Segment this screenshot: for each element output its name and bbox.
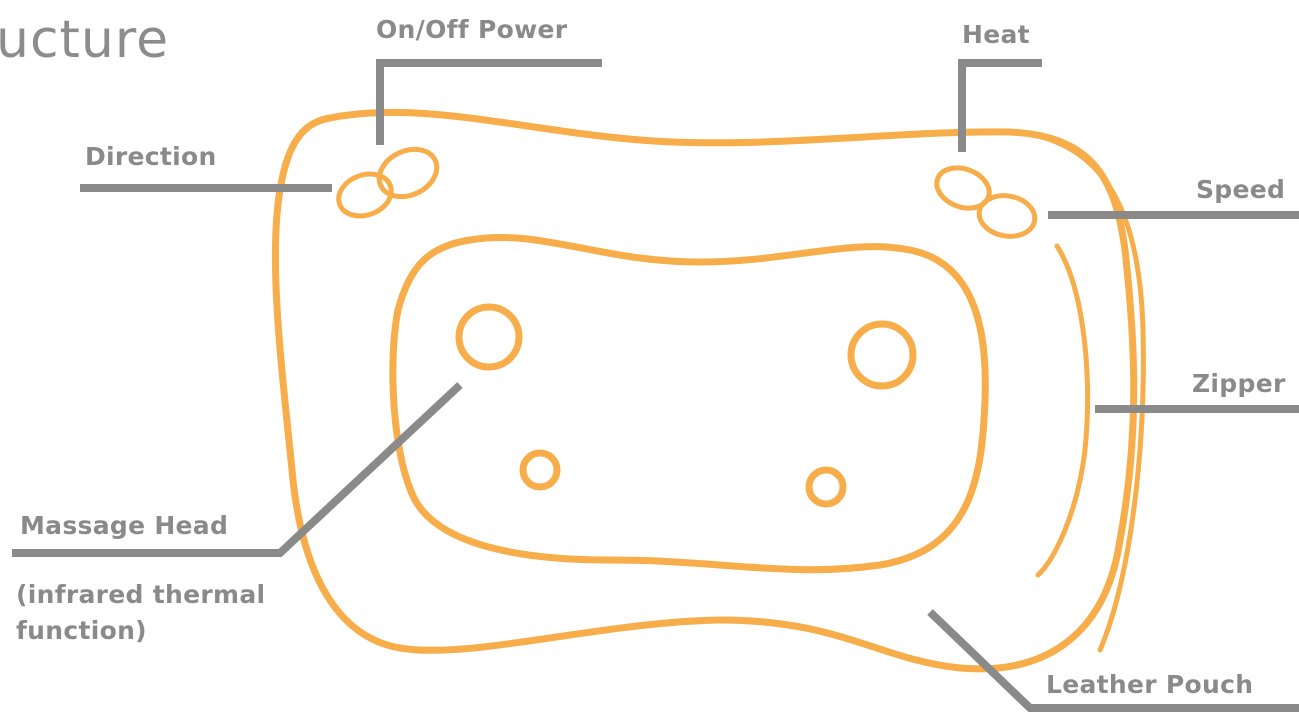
heat-label: Heat: [962, 20, 1030, 49]
massage-head-top-right: [847, 320, 917, 390]
heat-button: [934, 165, 992, 211]
cushion-zipper-line-outer: [1027, 131, 1146, 653]
massage-head-leader: [12, 382, 463, 557]
massage-head-bottom-left: [519, 449, 561, 491]
power-button: [376, 146, 440, 200]
diagram-title: ucture: [0, 10, 170, 70]
leather-pouch-leader: [927, 609, 1299, 712]
direction-label: Direction: [85, 142, 217, 171]
zipper-line: [1035, 243, 1090, 578]
massage-area-outline: [389, 234, 989, 574]
massage-head-note-line1: (infrared thermal: [16, 580, 266, 609]
speed-label: Speed: [1196, 175, 1286, 204]
direction-button: [336, 171, 394, 219]
power-label: On/Off Power: [376, 15, 568, 44]
leather-pouch-label: Leather Pouch: [1046, 670, 1254, 699]
massage-head-top-left: [455, 303, 523, 371]
massage-head-note-line2: function): [16, 616, 147, 645]
heat-leader: [958, 59, 1042, 152]
massage-head-label: Massage Head: [20, 511, 229, 540]
massage-head-bottom-right: [805, 466, 847, 508]
power-leader: [376, 59, 602, 145]
zipper-label: Zipper: [1192, 369, 1286, 398]
speed-button: [976, 193, 1038, 239]
cushion-outer-outline: [271, 108, 1138, 673]
